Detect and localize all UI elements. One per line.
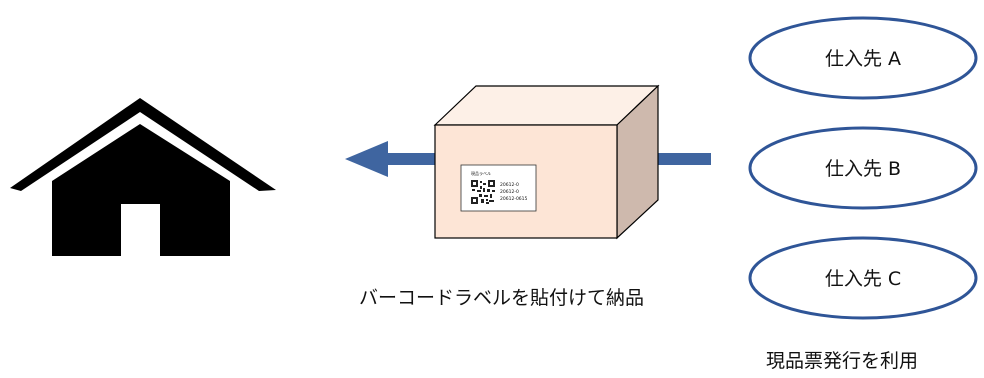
- supplier-a-label: 仕入先 A: [825, 48, 901, 70]
- house-icon: [10, 98, 276, 256]
- qr-code-icon: [471, 180, 495, 204]
- barcode-label: 現品ラベル 20612-0 20612-0: [460, 164, 537, 212]
- barcode-label-line-3: 20612-0615: [500, 196, 528, 202]
- supplier-c: 仕入先 C: [748, 236, 978, 320]
- supplier-b-label: 仕入先 B: [825, 158, 901, 180]
- barcode-label-title: 現品ラベル: [471, 170, 491, 176]
- barcode-label-line-2: 20612-0: [500, 189, 519, 195]
- supplier-a: 仕入先 A: [748, 16, 978, 100]
- supplier-connector: [654, 153, 711, 165]
- delivery-arrow: [345, 141, 436, 177]
- barcode-label-line-1: 20612-0: [500, 182, 519, 188]
- supplier-b: 仕入先 B: [748, 126, 978, 210]
- supplier-c-label: 仕入先 C: [825, 268, 901, 290]
- delivery-caption: バーコードラベルを貼付けて納品: [359, 287, 645, 309]
- supplier-caption: 現品票発行を利用: [766, 350, 919, 372]
- package-box: [433, 84, 660, 240]
